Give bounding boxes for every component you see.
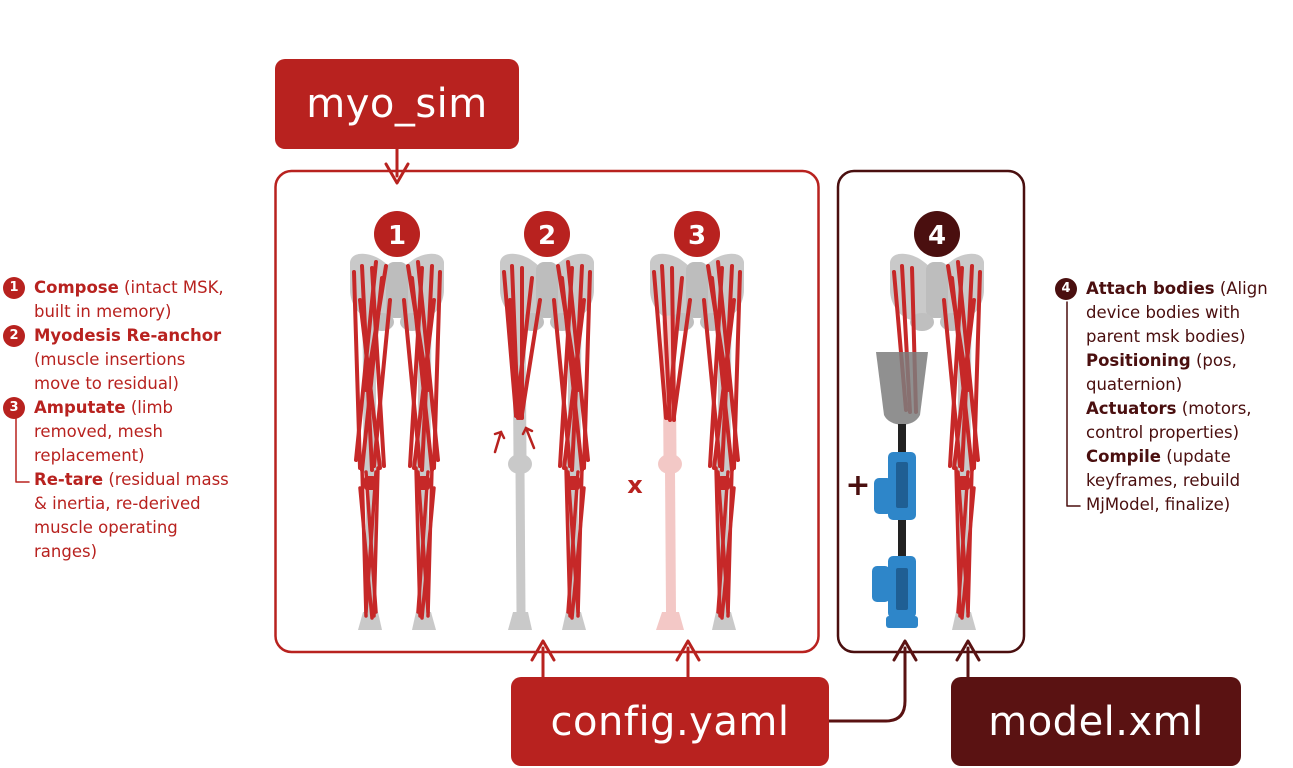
legend-text: replacement)	[34, 446, 145, 465]
legend-text: muscle operating	[34, 518, 178, 537]
legend-title: Amputate	[34, 398, 126, 417]
step-badge-2: 2	[538, 221, 556, 251]
legend-text: (motors,	[1176, 399, 1252, 418]
msk-steps-frame	[274, 169, 820, 654]
legend-item-positioning: Positioning (pos, quaternion)	[1086, 349, 1291, 397]
legend-text: move to residual)	[34, 374, 179, 393]
legend-title: Actuators	[1086, 399, 1177, 418]
legend-left: 1 Compose (intact MSK, built in memory) …	[3, 276, 264, 564]
legend-text: parent msk bodies)	[1086, 327, 1246, 346]
legend-item-compose: 1 Compose (intact MSK, built in memory)	[3, 276, 264, 324]
step-badge-4: 4	[928, 221, 946, 251]
legend-text: built in memory)	[34, 302, 172, 321]
legend-badge-3: 3	[3, 397, 25, 419]
legend-text: keyframes, rebuild	[1086, 471, 1241, 490]
legend-text: MjModel, finalize)	[1086, 495, 1231, 514]
figure-amputated	[650, 253, 744, 630]
legend-text: (limb	[125, 398, 174, 417]
model-xml-label: model.xml	[988, 698, 1204, 745]
legend-text: quaternion)	[1086, 375, 1183, 394]
legend-text: (Align	[1214, 279, 1268, 298]
step-badge-1: 1	[388, 221, 406, 251]
legend-text: removed, mesh	[34, 422, 163, 441]
legend-badge-1: 1	[3, 277, 25, 299]
figure-myodesis	[500, 253, 594, 630]
reanchor-arrows	[493, 426, 536, 454]
legend-item-amputate: 3 Amputate (limb removed, mesh replaceme…	[3, 396, 264, 468]
legend-text: (muscle insertions	[34, 350, 186, 369]
legend-item-attach-bodies: 4 Attach bodies (Align device bodies wit…	[1055, 277, 1291, 349]
myo-sim-label: myo_sim	[306, 81, 488, 127]
legend-right: 4 Attach bodies (Align device bodies wit…	[1055, 277, 1291, 517]
legend-text: ranges)	[34, 542, 98, 561]
legend-item-compile: Compile (update keyframes, rebuild MjMod…	[1086, 445, 1291, 517]
model-xml-tag: model.xml	[951, 677, 1241, 766]
legend-title: Compile	[1086, 447, 1161, 466]
config-yaml-label: config.yaml	[550, 698, 790, 745]
legend-text: control properties)	[1086, 423, 1240, 442]
remove-cross-mark: x	[627, 471, 643, 499]
myo-sim-tag: myo_sim	[275, 59, 519, 149]
connector-arrows	[15, 146, 1081, 723]
legend-item-actuators: Actuators (motors, control properties)	[1086, 397, 1291, 445]
legend-title: Myodesis Re-anchor	[34, 326, 222, 345]
legend-title: Compose	[34, 278, 119, 297]
legend-text: device bodies with	[1086, 303, 1241, 322]
legend-text: (intact MSK,	[118, 278, 224, 297]
legend-text: (update	[1160, 447, 1231, 466]
device-step-frame	[836, 169, 1026, 654]
legend-title: Re-tare	[34, 470, 104, 489]
figure-intact-msk	[350, 253, 444, 630]
legend-item-myodesis: 2 Myodesis Re-anchor (muscle insertions …	[3, 324, 264, 396]
attach-plus-mark: +	[845, 468, 870, 503]
step-badge-3: 3	[688, 221, 706, 251]
legend-title: Attach bodies	[1086, 279, 1215, 298]
legend-text: (pos,	[1190, 351, 1237, 370]
legend-text: (residual mass	[103, 470, 229, 489]
legend-badge-2: 2	[3, 325, 25, 347]
config-yaml-tag: config.yaml	[511, 677, 829, 766]
prosthesis-device	[872, 352, 928, 628]
legend-text: & inertia, re-derived	[34, 494, 201, 513]
legend-item-retare: Re-tare (residual mass & inertia, re-der…	[34, 468, 264, 564]
legend-title: Positioning	[1086, 351, 1191, 370]
legend-badge-4: 4	[1055, 278, 1077, 300]
